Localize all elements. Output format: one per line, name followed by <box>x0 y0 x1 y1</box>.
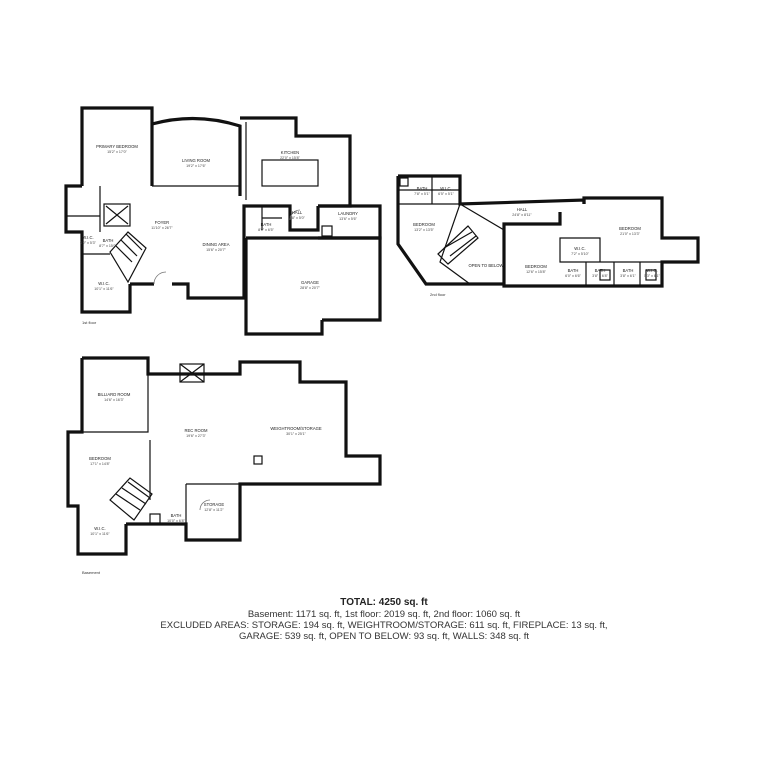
room-dims-bath-c: 3'8" x 6'8" <box>592 274 608 278</box>
room-dims-basement-bath: 10'0" x 6'8" <box>167 519 185 523</box>
room-dims-bedroom-a: 13'2" x 13'5" <box>414 228 434 232</box>
room-name-wic-b: W.I.C. <box>574 246 585 251</box>
room-name-hall-2: HALL <box>517 207 528 212</box>
room-name-laundry: LAUNDRY <box>338 211 358 216</box>
room-name-foyer: FOYER <box>155 220 169 225</box>
room-name-open-to-below: OPEN TO BELOW <box>469 263 504 268</box>
room-dims-rec-room: 19'6" x 27'3" <box>186 434 206 438</box>
room-name-living-room: LIVING ROOM <box>182 158 210 163</box>
room-name-billiard-room: BILLIARD ROOM <box>98 392 131 397</box>
room-name-bath-c: BATH <box>595 268 606 273</box>
room-dims-wic-2: 10'1" x 11'6" <box>94 287 114 291</box>
basement-room-labels: BILLIARD ROOM 14'6" x 16'3" REC ROOM 19'… <box>89 392 322 536</box>
second-floor-plan: 2nd floor <box>396 174 700 297</box>
room-dims-hall-2: 24'8" x 8'11" <box>512 213 532 217</box>
room-name-primary-bedroom: PRIMARY BEDROOM <box>96 144 138 149</box>
room-dims-wic-a: 6'5" x 5'1" <box>438 192 454 196</box>
room-dims-bath-1: 8'0" x 6'5" <box>258 228 274 232</box>
excluded-areas-line-1: EXCLUDED AREAS: STORAGE: 194 sq. ft, WEI… <box>160 620 608 631</box>
room-name-wic-c: W.I.C. <box>646 268 657 273</box>
room-name-wic-1: W.I.C. <box>82 235 93 240</box>
room-dims-bath-a: 7'8" x 5'1" <box>414 192 430 196</box>
room-name-basement-wic: W.I.C. <box>94 526 105 531</box>
room-name-bath-d: BATH <box>623 268 634 273</box>
room-dims-dining-area: 15'6" x 20'7" <box>206 248 226 252</box>
room-dims-weightroom: 30'1" x 25'1" <box>286 432 306 436</box>
room-name-garage: GARAGE <box>301 280 319 285</box>
floor-area-breakdown: Basement: 1171 sq. ft, 1st floor: 2019 s… <box>247 609 521 620</box>
room-dims-bath-2: 8'7" x 15'0" <box>99 244 117 248</box>
room-name-weightroom: WEIGHTROOM/STORAGE <box>270 426 322 431</box>
first-floor-room-labels: PRIMARY BEDROOM 15'2" x 17'0" LIVING ROO… <box>80 144 358 291</box>
room-dims-bath-d: 3'8" x 6'1" <box>620 274 636 278</box>
room-dims-bedroom-b: 21'0" x 13'3" <box>620 232 640 236</box>
room-name-kitchen: KITCHEN <box>281 150 299 155</box>
first-floor-label: 1st floor <box>82 320 97 325</box>
room-dims-primary-bedroom: 15'2" x 17'0" <box>107 150 127 154</box>
room-name-dining-area: DINING AREA <box>203 242 230 247</box>
room-name-bedroom-b: BEDROOM <box>619 226 641 231</box>
room-dims-laundry: 13'6" x 5'6" <box>339 217 357 221</box>
room-dims-wic-c: 5'3" x 6'1" <box>644 274 660 278</box>
basement-plan: Basement <box>66 356 382 575</box>
room-name-bath-b: BATH <box>568 268 579 273</box>
room-name-bath-a: BATH <box>417 186 428 191</box>
room-name-bath-1: BATH <box>261 222 272 227</box>
room-dims-storage: 12'8" x 11'2" <box>204 508 224 512</box>
room-name-bedroom: BEDROOM <box>89 456 111 461</box>
second-floor-room-labels: BATH 7'8" x 5'1" W.I.C. 6'5" x 5'1" HALL… <box>413 186 660 278</box>
room-name-rec-room: REC ROOM <box>184 428 208 433</box>
room-name-hall: HALL <box>292 210 303 215</box>
room-dims-bath-b: 6'0" x 6'6" <box>565 274 581 278</box>
room-name-storage: STORAGE <box>204 502 225 507</box>
excluded-areas-line-2: GARAGE: 539 sq. ft, OPEN TO BELOW: 93 sq… <box>238 631 530 642</box>
room-dims-billiard-room: 14'6" x 16'3" <box>104 398 124 402</box>
room-name-basement-bath: BATH <box>171 513 182 518</box>
total-area-heading: TOTAL: 4250 sq. ft <box>340 597 428 608</box>
room-dims-wic-1: 6'2" x 5'3" <box>80 241 96 245</box>
room-dims-wic-b: 7'2" x 5'10" <box>571 252 589 256</box>
basement-label: Basement <box>82 570 101 575</box>
room-name-bedroom-a: BEDROOM <box>413 222 435 227</box>
room-dims-foyer: 11'10" x 26'7" <box>151 226 173 230</box>
room-name-bath-2: BATH <box>103 238 114 243</box>
room-dims-kitchen: 22'0" x 15'8" <box>280 156 300 160</box>
room-dims-basement-wic: 10'1" x 11'6" <box>90 532 110 536</box>
room-name-bedroom-c: BEDROOM <box>525 264 547 269</box>
room-dims-bedroom-c: 12'6" x 15'8" <box>526 270 546 274</box>
room-dims-hall: 3'8" x 5'0" <box>289 216 305 220</box>
room-name-wic-a: W.I.C. <box>440 186 451 191</box>
second-floor-label: 2nd floor <box>430 292 446 297</box>
room-dims-garage: 28'8" x 20'7" <box>300 286 320 290</box>
room-dims-living-room: 19'2" x 17'6" <box>186 164 206 168</box>
first-floor-plan: 1st floor <box>64 106 382 336</box>
room-dims-bedroom: 17'1" x 14'8" <box>90 462 110 466</box>
room-name-wic-2: W.I.C. <box>98 281 109 286</box>
